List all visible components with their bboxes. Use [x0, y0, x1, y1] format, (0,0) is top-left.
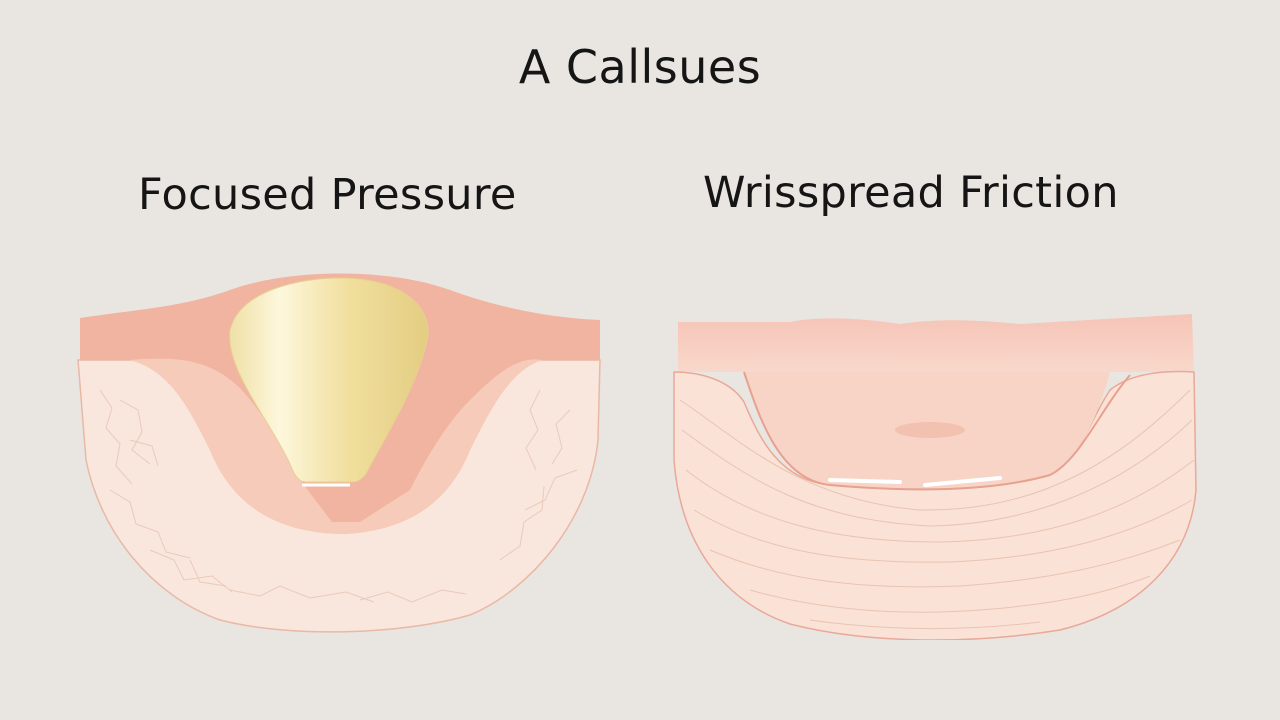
corn-core: [229, 277, 429, 483]
focused-pressure-label: Focused Pressure: [138, 170, 517, 220]
dermis-layer: [130, 358, 542, 534]
widespread-friction-label: Wrisspread Friction: [703, 168, 1119, 218]
diagram-title: A Callsues: [518, 40, 762, 94]
widespread-friction-illustration: [673, 314, 1197, 640]
callus-thickened-layer: [678, 314, 1194, 372]
focused-pressure-illustration: [77, 273, 601, 633]
